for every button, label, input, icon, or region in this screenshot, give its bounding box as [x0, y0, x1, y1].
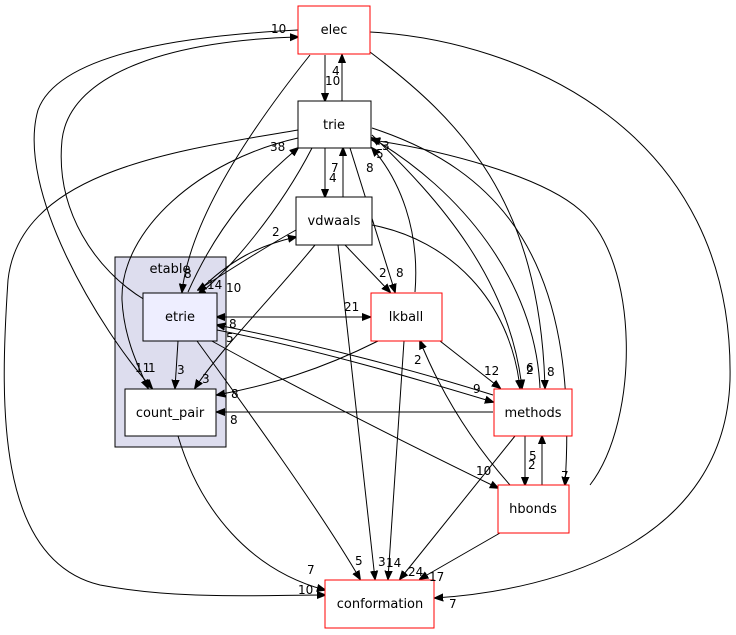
edge-hbonds-lkball: [420, 341, 511, 486]
edge-label: 5: [376, 147, 384, 161]
edge-label: 7: [561, 469, 569, 483]
edge-label: 10: [476, 464, 491, 478]
edge-lkball-conformation: [388, 340, 405, 579]
edge-label: 5: [226, 331, 234, 345]
edge-elec-etrie: [182, 54, 311, 292]
node-lkball[interactable]: lkball: [370, 292, 443, 342]
edge-etrie-count-pair: [175, 340, 178, 388]
edge-trie-conformation: [3, 129, 325, 596]
edge-label: 2: [414, 353, 422, 367]
edge-trie-etrie: [198, 147, 313, 295]
node-hbonds[interactable]: hbonds: [497, 484, 570, 534]
edge-label: 17: [429, 570, 444, 584]
edge-trie-methods: [371, 134, 522, 388]
edge-vdwaals-lkball: [344, 244, 390, 292]
edge-label: 2: [379, 266, 387, 280]
edge-etrie-hbonds: [209, 339, 498, 488]
edge-trie-count-pair: [121, 137, 299, 388]
edge-vdwaals-count-pair: [195, 244, 316, 388]
node-count-pair[interactable]: count_pair: [124, 388, 217, 437]
edge-label: 2: [526, 363, 534, 377]
edge-label: 10: [271, 22, 286, 36]
node-methods[interactable]: methods: [493, 388, 573, 437]
edge-label: 14: [207, 278, 222, 292]
edge-etrie-methods: [216, 329, 493, 402]
edge-label: 5: [355, 554, 363, 568]
edge-hbonds-conformation: [420, 532, 501, 579]
node-etrie[interactable]: etrie: [142, 292, 218, 342]
edge-methods-trie: [372, 138, 541, 389]
edge-label: 7: [331, 161, 339, 175]
edge-lkball-count-pair: [217, 340, 379, 395]
edge-vdwaals-methods: [371, 224, 520, 388]
edge-etrie-vdwaals: [199, 237, 296, 291]
edge-lkball-methods: [439, 340, 500, 388]
edge-label: 3: [202, 372, 210, 386]
edge-hbonds-trie: [372, 140, 627, 486]
edge-label: 3: [177, 363, 185, 377]
edge-label: 12: [484, 364, 499, 378]
edge-label: 1: [148, 361, 156, 375]
edge-etrie-conformation: [196, 340, 360, 579]
edge-elec-count-pair: [33, 29, 299, 388]
edge-label: 8: [184, 267, 192, 281]
node-label-lkball: lkball: [389, 310, 424, 325]
edge-methods-conformation: [400, 435, 516, 579]
edge-elec-conformation: [369, 31, 731, 598]
node-label-etrie: etrie: [165, 310, 195, 325]
edge-etrie-trie: [187, 148, 298, 293]
edge-label: 3: [382, 139, 390, 153]
edge-label: 8: [396, 266, 404, 280]
edge-label: 5: [529, 449, 537, 463]
edge-label: 24: [408, 565, 423, 579]
node-label-conformation: conformation: [337, 597, 424, 612]
node-label-hbonds: hbonds: [509, 502, 557, 517]
cluster-label: etable: [150, 262, 191, 277]
node-label-elec: elec: [321, 23, 348, 38]
edge-label: 9: [473, 382, 481, 396]
edge-label: 11: [135, 361, 150, 375]
edge-label: 14: [386, 556, 401, 570]
edge-label: 8: [366, 161, 374, 175]
edge-label: 2: [272, 225, 280, 239]
node-label-count-pair: count_pair: [136, 406, 205, 421]
edge-label: 6: [526, 361, 534, 375]
edge-label: 8: [230, 413, 238, 427]
edge-label: 38: [270, 140, 285, 154]
edge-methods-etrie: [217, 325, 494, 396]
edge-label: 10: [298, 583, 313, 597]
edge-count-pair-conformation: [177, 435, 325, 590]
edge-label: 7: [449, 597, 457, 611]
edge-label: 10: [226, 281, 241, 295]
edge-vdwaals-etrie: [198, 229, 297, 290]
edge-labels: 4 10 10 38 7 4 3 5 8 2 14 10 8 2 8 21 8 …: [135, 22, 569, 611]
edge-lkball-trie: [372, 148, 417, 293]
edges: [3, 29, 731, 598]
node-label-vdwaals: vdwaals: [308, 214, 361, 229]
edge-label: 8: [229, 317, 237, 331]
edge-label: 21: [344, 300, 359, 314]
node-label-trie: trie: [323, 118, 345, 133]
edge-label: 3: [378, 555, 386, 569]
edge-etrie-elec: [60, 37, 298, 301]
edge-label: 4: [332, 64, 340, 78]
edge-label: 8: [231, 387, 239, 401]
edge-label: 8: [547, 365, 555, 379]
edge-label: 7: [307, 563, 315, 577]
edge-label: 10: [325, 74, 340, 88]
node-vdwaals[interactable]: vdwaals: [295, 196, 373, 246]
edge-elec-methods: [369, 51, 545, 388]
node-trie[interactable]: trie: [297, 100, 372, 149]
edge-label: 4: [329, 171, 337, 185]
node-conformation[interactable]: conformation: [324, 579, 435, 629]
node-label-methods: methods: [505, 406, 562, 421]
node-elec[interactable]: elec: [297, 5, 371, 55]
edge-label: 2: [528, 458, 536, 472]
